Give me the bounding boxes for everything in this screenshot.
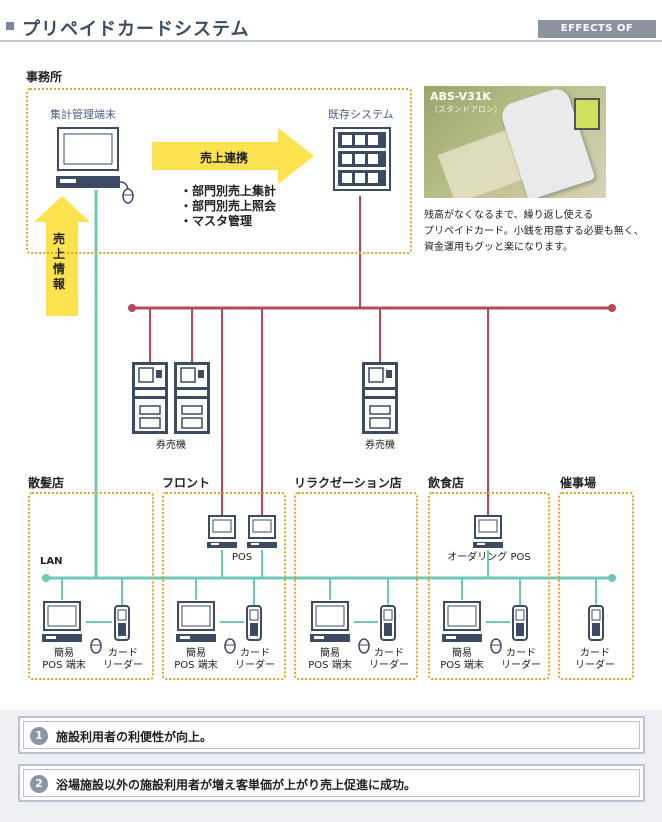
photo-sub-label: （スタンドアロン） — [430, 105, 502, 114]
sales-link-label: 売上連携 — [200, 151, 249, 165]
office-box — [26, 88, 412, 254]
description-line: 資金運用もグッと楽になります。 — [424, 242, 573, 253]
ticket-machine-icon — [131, 361, 169, 435]
description-line: プリペイドカード。小銭を用意する必要も無く、 — [424, 226, 644, 237]
description-line: 残高がなくなるまで、繰り返し使える — [424, 210, 594, 221]
effects-badge: EFFECTS OF RESULT — [538, 20, 656, 52]
feature-list: ・部門別売上集計 ・部門別売上照会 ・マスタ管理 — [180, 184, 276, 229]
card-reader-label: カードリーダー — [103, 648, 143, 671]
store-front-label: フロント — [162, 476, 211, 490]
ticket-machine-label: 券売機 — [365, 440, 395, 451]
card-reader-photo: ABS-V31K （スタンドアロン） — [424, 86, 606, 198]
result-number-badge: 1 — [30, 727, 48, 745]
feature-item: ・マスタ管理 — [180, 214, 253, 228]
card-reader-label: カードリーダー — [235, 648, 275, 671]
ticket-machine-icon — [361, 361, 399, 435]
store-event-hall-label: 催事場 — [560, 476, 597, 490]
result-number-badge: 2 — [30, 775, 48, 793]
sales-info-label: 売上情報 — [53, 232, 66, 291]
existing-system-label: 既存システム — [328, 108, 394, 121]
store-event-hall-box — [558, 492, 634, 680]
feature-item: ・部門別売上集計 — [180, 184, 277, 198]
front-pos-label: POS — [231, 552, 253, 563]
store-relaxation-box — [294, 492, 418, 680]
store-barber-box — [28, 492, 154, 680]
store-restaurant-box — [428, 492, 550, 680]
title-divider — [0, 40, 662, 42]
sales-info-arrow — [34, 196, 90, 316]
result-text: 施設利用者の利便性が向上。 — [56, 730, 213, 744]
sales-link-arrow — [152, 128, 314, 184]
lan-label: LAN — [40, 556, 63, 567]
office-label: 事務所 — [26, 70, 63, 84]
card-reader-label: カードリーダー — [501, 648, 541, 671]
card-reader-label: カードリーダー — [369, 648, 409, 671]
ticket-machine-label: 券売機 — [156, 440, 186, 451]
photo-description: 残高がなくなるまで、繰り返し使える プリペイドカード。小銭を用意する必要も無く、… — [424, 208, 644, 256]
store-barber-label: 散髪店 — [28, 476, 65, 490]
title-bar: プリペイドカードシステム EFFECTS OF RESULT — [0, 6, 662, 52]
photo-screen-shape — [574, 98, 600, 130]
card-reader-label: カードリーダー — [575, 648, 615, 671]
feature-item: ・部門別売上照会 — [180, 199, 277, 213]
result-text: 浴場施設以外の施設利用者が増え客単価が上がり売上促進に成功。 — [56, 778, 417, 792]
result-box: 2 浴場施設以外の施設利用者が増え客単価が上がり売上促進に成功。 — [18, 764, 645, 802]
page-title: プリペイドカードシステム — [22, 19, 250, 40]
photo-model-label: ABS-V31K — [430, 90, 491, 103]
store-restaurant-label: 飲食店 — [428, 476, 465, 490]
management-terminal-icon — [56, 127, 134, 204]
store-relaxation-label: リラクゼーション店 — [294, 476, 402, 490]
ticket-machine-icon — [173, 361, 211, 435]
store-front-box — [162, 492, 286, 680]
ordering-pos-label: オーダリング POS — [447, 552, 531, 563]
result-box: 1 施設利用者の利便性が向上。 — [18, 716, 645, 754]
management-terminal-label: 集計管理端末 — [50, 108, 116, 121]
title-square-icon — [6, 22, 14, 30]
